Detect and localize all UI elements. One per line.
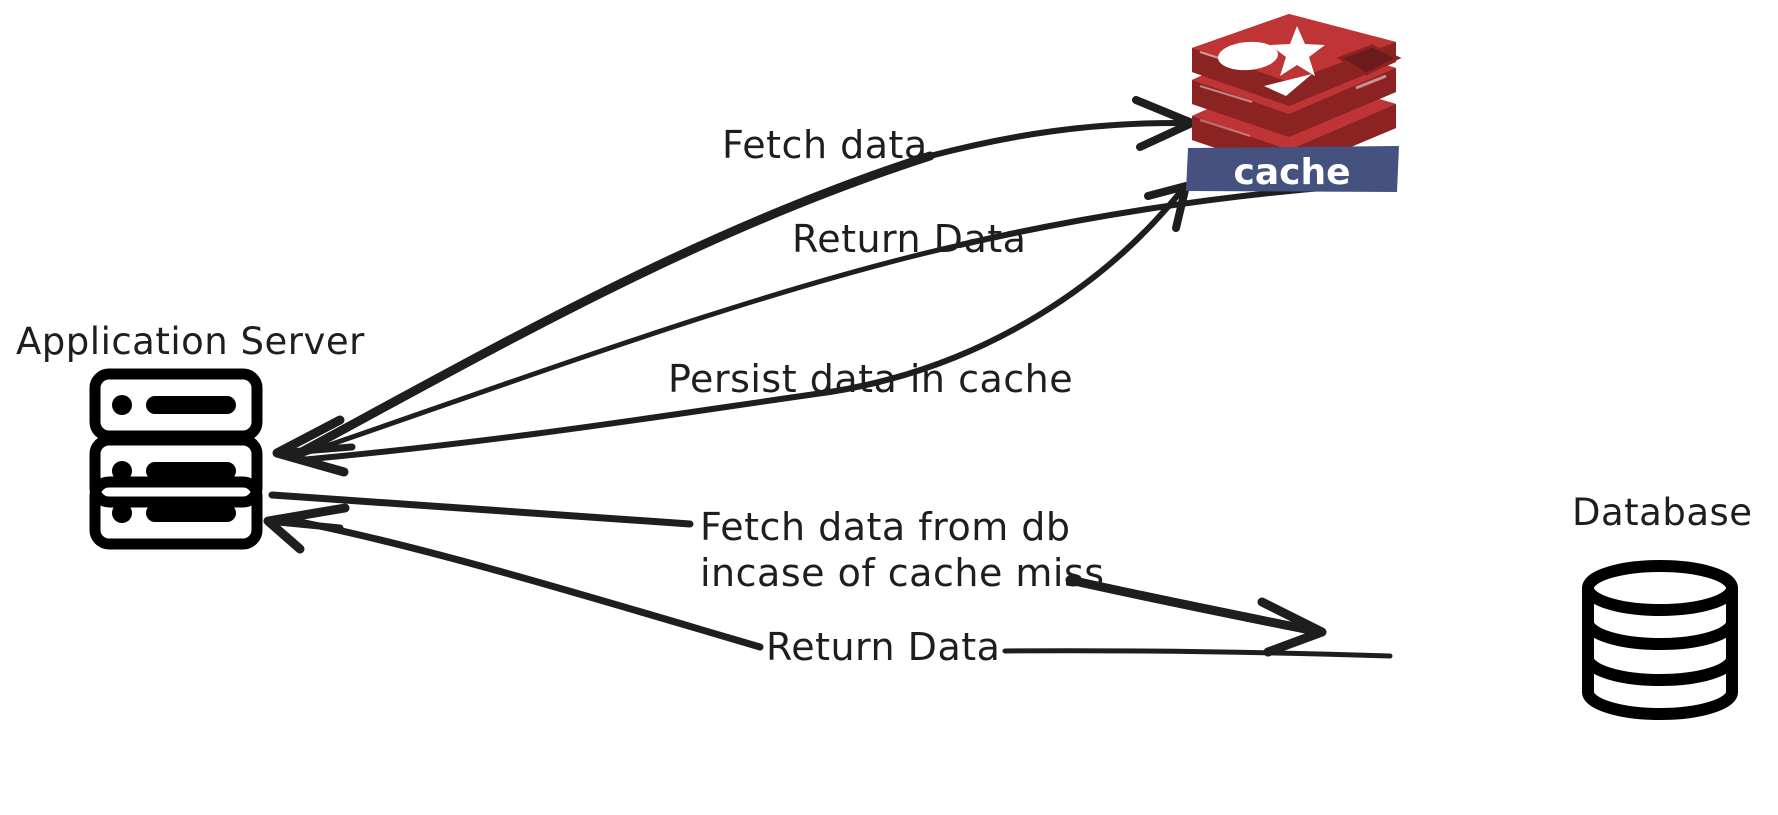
edge-label-fetch-data: Fetch data	[722, 123, 928, 167]
cache-banner-label: cache	[1233, 152, 1350, 193]
edge-label-persist-data: Persist data in cache	[668, 357, 1073, 401]
node-database[interactable]: Database	[1572, 491, 1753, 721]
node-redis-cache[interactable]: cache	[1186, 14, 1402, 193]
edges-group	[263, 96, 1393, 659]
arrowhead-into-server-lower	[263, 503, 350, 554]
arrowhead-into-server-upper	[272, 415, 356, 477]
database-label: Database	[1572, 491, 1753, 534]
edge-label-fetch-from-db-line1: Fetch data from db	[700, 505, 1071, 549]
database-cylinder-icon	[1582, 560, 1738, 721]
edge-fetch-from-db[interactable]	[268, 491, 1327, 657]
node-app-server[interactable]: Application Server	[16, 320, 365, 550]
server-rack-icon	[89, 368, 263, 550]
edge-label-fetch-from-db-line2: incase of cache miss	[700, 551, 1105, 595]
edge-persist-data[interactable]	[297, 182, 1190, 463]
server-rack-indicators	[112, 395, 236, 523]
edge-label-return-data-db: Return Data	[766, 625, 1000, 669]
cache-banner: cache	[1186, 146, 1399, 193]
edge-labels-group: Fetch data Return Data Persist data in c…	[668, 123, 1105, 669]
redis-logo-icon	[1192, 14, 1402, 173]
edge-return-data-db[interactable]	[296, 518, 1393, 659]
redis-triangle-glyph	[1264, 74, 1312, 96]
edge-label-return-data-cache: Return Data	[792, 217, 1026, 261]
app-server-label: Application Server	[16, 320, 365, 363]
redis-star-glyph	[1270, 26, 1325, 76]
